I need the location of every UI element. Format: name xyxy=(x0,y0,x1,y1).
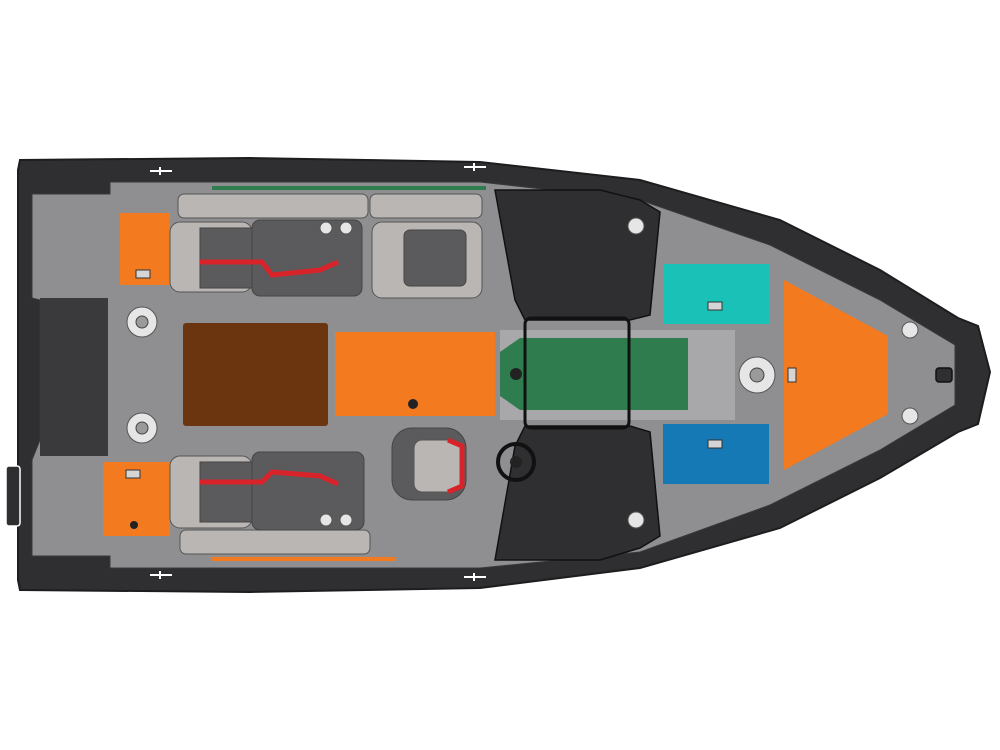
aft-starboard-knob xyxy=(130,521,138,529)
center-hatch-knob xyxy=(408,399,418,409)
helm-seat-cushion xyxy=(413,439,463,493)
console-gauge-stbd xyxy=(627,511,645,529)
stbd-seat-aft-inner xyxy=(199,461,253,523)
starboard-trim-strip xyxy=(212,557,396,561)
cupholder-stbd-aft-inner xyxy=(135,421,149,435)
windshield-frame xyxy=(523,316,631,430)
cockpit-table xyxy=(183,323,328,426)
cleat-stbd-aft xyxy=(150,571,172,579)
aft-port-latch xyxy=(135,269,151,279)
port-backrest xyxy=(177,193,369,219)
bow-starboard-hatch xyxy=(663,424,769,484)
stbd-cupholder-2 xyxy=(339,513,353,527)
bow-fitting-stbd xyxy=(901,407,919,425)
cleat-stbd-fwd xyxy=(464,573,486,581)
bow-triangle-latch xyxy=(787,367,797,383)
bow-fitting-port xyxy=(901,321,919,339)
port-trim-strip xyxy=(212,186,486,190)
bow-starboard-latch xyxy=(707,439,723,449)
port-cupholder-1 xyxy=(319,221,333,235)
port-console xyxy=(494,189,661,321)
bow-anchor-slot xyxy=(935,367,953,383)
stbd-cupholder-1 xyxy=(319,513,333,527)
steering-wheel xyxy=(496,442,536,482)
stbd-backrest xyxy=(179,529,371,555)
port-cupholder-2 xyxy=(339,221,353,235)
aft-starboard-latch xyxy=(125,469,141,479)
transom-ladder xyxy=(5,465,21,527)
port-seat-aft-inner xyxy=(199,227,253,289)
bow-port-latch xyxy=(707,301,723,311)
bow-triangle-hatch xyxy=(784,280,888,470)
port-backrest-2 xyxy=(369,193,483,219)
port-seat-stripe xyxy=(200,259,340,278)
cleat-port-fwd xyxy=(464,163,486,171)
port-seat-mid xyxy=(251,219,363,297)
starboard-console xyxy=(494,425,661,561)
steering-hub xyxy=(510,456,522,468)
bow-cupholder-inner xyxy=(749,367,765,383)
walkthrough-hatch xyxy=(500,338,688,410)
walkthrough-knob xyxy=(510,368,522,380)
bow-port-hatch xyxy=(663,264,769,324)
cleat-port-aft xyxy=(150,167,172,175)
helm-seat-accent xyxy=(447,437,465,495)
cupholder-port-aft-inner xyxy=(135,315,149,329)
transom-well xyxy=(40,298,108,456)
port-seat-fwd-inner xyxy=(403,229,467,287)
stbd-seat-stripe xyxy=(200,469,340,487)
console-gauge-port xyxy=(627,217,645,235)
